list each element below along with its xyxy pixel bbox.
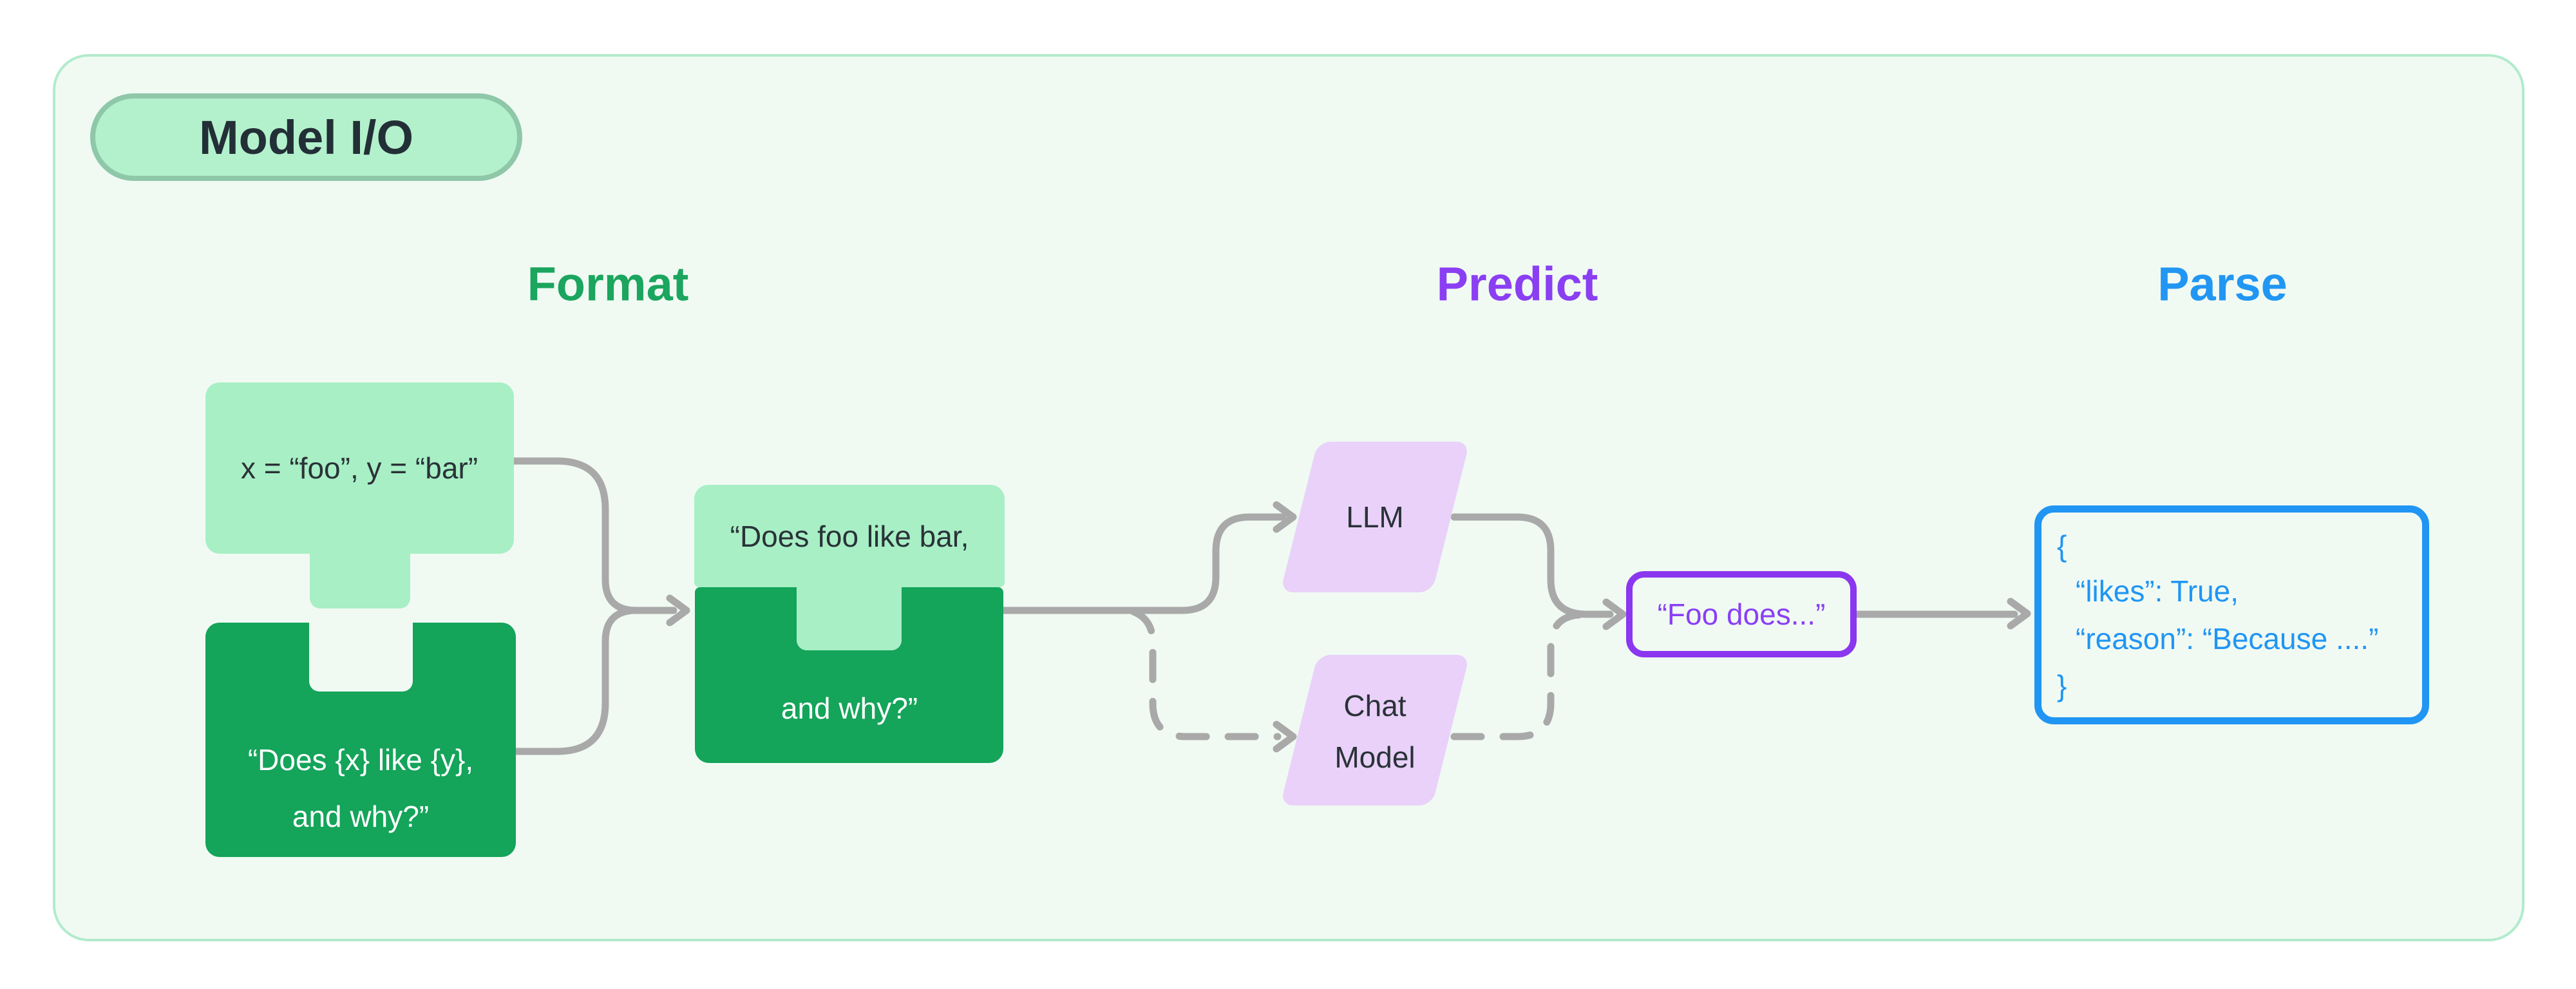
connector-prompt-to-chat-model-dashed (1130, 608, 1282, 740)
connector-llm-to-output (1450, 513, 1614, 618)
parse-header: Parse (2157, 257, 2287, 311)
llm-label: LLM (1346, 500, 1404, 534)
arrowhead-into-llm-icon (1273, 501, 1297, 533)
parsed-json-likes-line: “likes”: True, (2076, 574, 2239, 608)
formatted-prompt-line1: “Does foo like bar, (730, 520, 969, 553)
predict-header: Predict (1436, 257, 1598, 311)
arrowhead-into-parsed-box-icon (2007, 598, 2031, 630)
prompt-template-line2: and why?” (292, 800, 430, 833)
formatted-prompt-dark-piece (695, 587, 1003, 763)
model-io-badge-label: Model I/O (199, 110, 413, 164)
formatted-prompt-light-piece (694, 485, 1005, 650)
parsed-output-box (2034, 505, 2429, 724)
prompt-template-line1: “Does {x} like {y}, (247, 743, 474, 777)
prompt-template-piece (205, 623, 516, 857)
model-output-box (1626, 571, 1857, 657)
input-variables-piece (205, 382, 514, 608)
format-header: Format (527, 257, 689, 311)
model-output-text: “Foo does...” (1657, 598, 1826, 631)
chat-model-label-line2: Model (1334, 740, 1416, 774)
parsed-json-open-brace: { (2057, 529, 2067, 563)
model-io-badge: Model I/O (90, 93, 522, 181)
input-variables-text: x = “foo”, y = “bar” (240, 451, 478, 485)
arrowhead-into-output-box-icon (1602, 598, 1627, 630)
formatted-prompt-line2: and why?” (781, 692, 918, 725)
flow-connectors (510, 457, 2031, 755)
chat-model-label-line1: Chat (1343, 689, 1406, 722)
connector-variables-to-merge (510, 457, 677, 614)
connector-prompt-to-llm (999, 513, 1287, 614)
arrowhead-into-formatted-prompt-icon (666, 594, 690, 626)
parsed-json-reason-line: “reason”: “Because ....” (2076, 622, 2379, 655)
parsed-json-close-brace: } (2057, 669, 2067, 702)
connector-chat-model-to-output-dashed (1450, 611, 1583, 740)
connector-template-to-merge (512, 607, 640, 755)
arrowhead-into-chat-model-icon (1273, 721, 1297, 753)
